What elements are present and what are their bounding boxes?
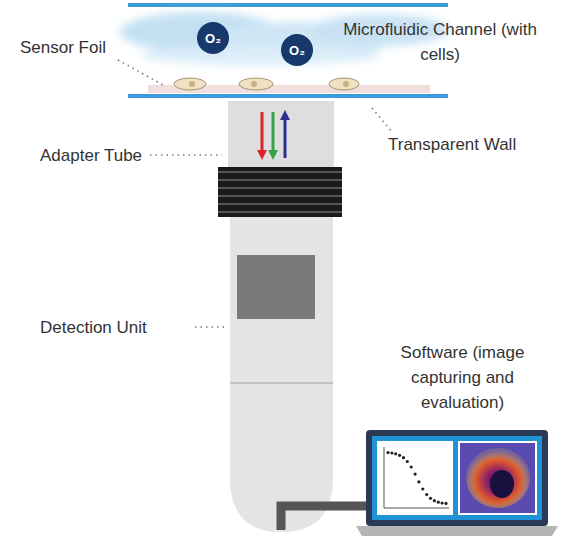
data-dot	[433, 499, 436, 502]
thread-line	[218, 195, 342, 197]
oxygen-label: O₂	[205, 31, 221, 46]
data-dot	[402, 456, 405, 459]
part-label: Transparent Wall	[388, 132, 568, 157]
data-dot	[421, 487, 424, 490]
data-dot	[406, 460, 409, 463]
oxygen-circle: O₂	[197, 22, 229, 54]
data-dot	[386, 451, 389, 454]
thread-line	[218, 211, 342, 213]
part-label: Adapter Tube	[40, 143, 160, 168]
data-dot	[425, 493, 428, 496]
thread-line	[218, 187, 342, 189]
oxygen-label: O₂	[289, 43, 305, 58]
data-dot	[417, 480, 420, 483]
data-dot	[394, 452, 397, 455]
part-label: Sensor Foil	[20, 35, 130, 60]
data-dot	[437, 501, 440, 504]
data-dot	[410, 465, 413, 468]
thread-line	[218, 203, 342, 205]
part-label: Detection Unit	[40, 315, 190, 340]
part-label: Microfluidic Channel (with cells)	[340, 17, 540, 67]
data-dot	[390, 451, 393, 454]
data-dot	[441, 501, 444, 504]
thread-line	[218, 179, 342, 181]
data-dot	[398, 454, 401, 457]
oxygen-circle: O₂	[281, 34, 313, 66]
data-dot	[429, 497, 432, 500]
data-dot	[444, 502, 447, 505]
thread-line	[218, 171, 342, 173]
data-dot	[414, 473, 417, 476]
part-label: Software (image capturing and evaluation…	[375, 340, 550, 415]
